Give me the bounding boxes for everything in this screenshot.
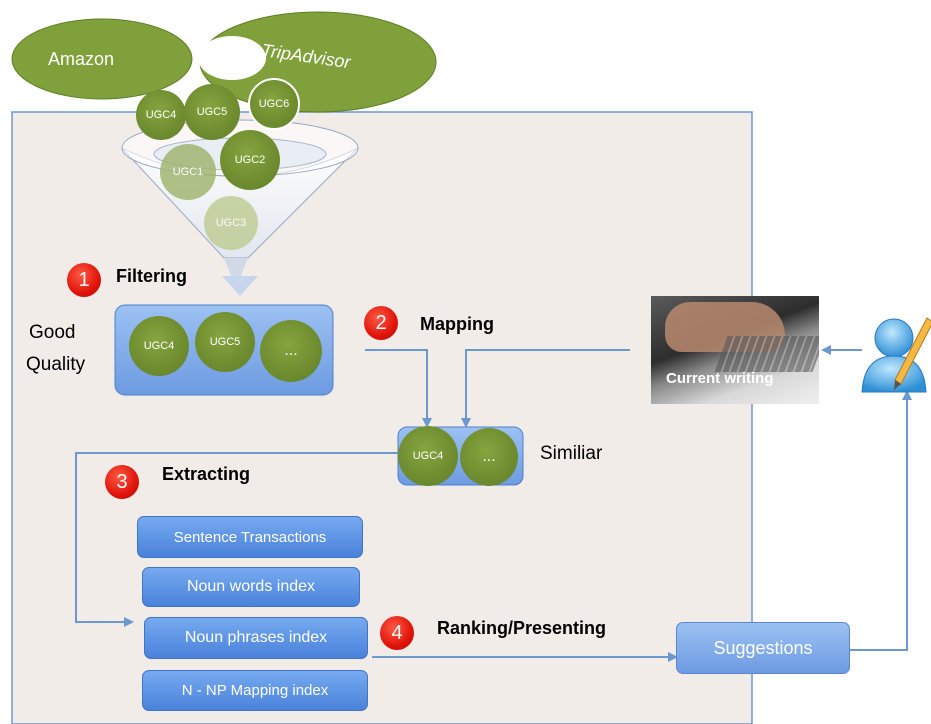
step-badge-1: 1 (67, 263, 101, 297)
arrow-good-to-similar (365, 349, 432, 428)
ugc-bubble: UGC2 (220, 130, 280, 190)
current-writing-label: Current writing (666, 370, 774, 387)
good-ugc-bubble: UGC5 (195, 312, 255, 372)
good-quality-label-1: Good (29, 322, 76, 343)
similar-ugc-bubble: UGC4 (398, 426, 458, 486)
similar-ugc-more: ... (460, 428, 518, 486)
step-label-extracting: Extracting (162, 464, 251, 484)
tripadvisor-label: TripAdvisor (260, 40, 352, 73)
ugc-bubble: UGC1 (160, 144, 216, 200)
step-badge-3: 3 (105, 465, 139, 499)
arrow-writing-to-similar (461, 349, 630, 428)
main-panel (11, 111, 753, 724)
index-n-np-mapping: N - NP Mapping index (142, 670, 368, 711)
good-ugc-more: ... (260, 320, 322, 382)
step-label-mapping: Mapping (420, 314, 494, 334)
arrow-similar-to-indexes (75, 452, 398, 627)
ugc-bubble: UGC4 (136, 90, 186, 140)
index-noun-phrases: Noun phrases index (144, 617, 368, 659)
step-badge-4: 4 (380, 616, 414, 650)
ugc-bubble: UGC6 (248, 78, 300, 130)
laptop-typing-image (651, 296, 819, 404)
user-edit-icon (861, 317, 931, 393)
arrow-suggestions-to-user (850, 390, 912, 651)
step-label-filtering: Filtering (116, 266, 187, 286)
step-badge-2: 2 (364, 306, 398, 340)
index-sentence-transactions: Sentence Transactions (137, 516, 363, 558)
good-quality-label-2: Quality (26, 354, 86, 375)
step-label-ranking-presenting: Ranking/Presenting (437, 618, 607, 638)
suggestions-box: Suggestions (676, 622, 850, 674)
index-noun-words: Noun words index (142, 567, 360, 607)
similar-label: Similiar (540, 443, 603, 464)
ugc-bubble: UGC3 (204, 196, 258, 250)
good-ugc-bubble: UGC4 (129, 316, 189, 376)
ugc-bubble: UGC5 (184, 84, 240, 140)
amazon-label: Amazon (48, 49, 115, 69)
amazon-cloud (11, 18, 193, 100)
